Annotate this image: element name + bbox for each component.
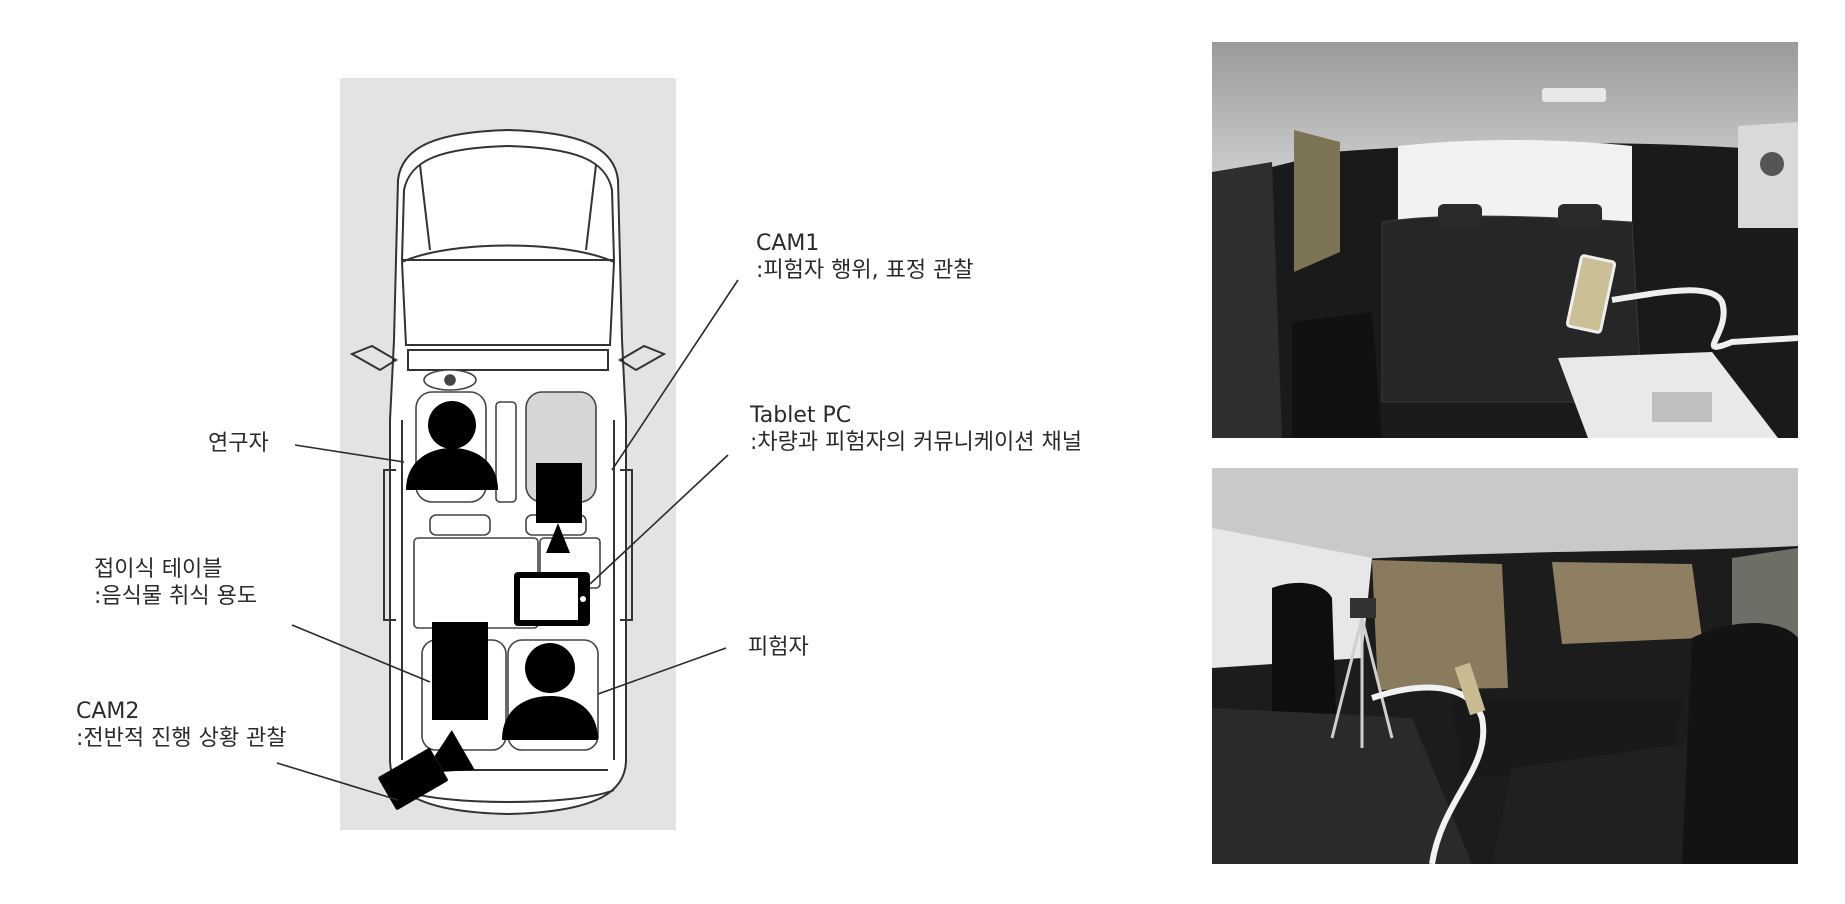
cam2-icon: [378, 730, 475, 810]
tablet-description: :차량과 피험자의 커뮤니케이션 채널: [750, 430, 1082, 455]
tablet-icon: [514, 572, 590, 626]
researcher-silhouette: [406, 401, 498, 490]
cam1-title: CAM1: [756, 231, 820, 256]
rear-cabin-photo: [1212, 42, 1798, 438]
subject-title: 피험자: [748, 635, 809, 660]
cam2-description: :전반적 진행 상황 관찰: [76, 726, 287, 751]
table-title: 접이식 테이블: [94, 557, 223, 582]
cam1-description: :피험자 행위, 표정 관찰: [756, 258, 974, 283]
cam1-label: CAM1 :피험자 행위, 표정 관찰: [756, 230, 974, 284]
cam2-label: CAM2 :전반적 진행 상황 관찰: [76, 698, 287, 752]
table-label: 접이식 테이블 :음식물 취식 용도: [94, 556, 257, 610]
subject-label: 피험자: [748, 634, 809, 661]
cam2-title: CAM2: [76, 699, 140, 724]
researcher-label: 연구자: [208, 430, 269, 457]
leader-lines: [276, 279, 739, 801]
table-description: :음식물 취식 용도: [94, 584, 258, 609]
subject-silhouette: [502, 643, 598, 740]
cam1-icon: [536, 463, 582, 553]
tablet-title: Tablet PC: [750, 403, 852, 428]
researcher-title: 연구자: [208, 431, 269, 456]
tablet-label: Tablet PC :차량과 피험자의 커뮤니케이션 채널: [750, 402, 1082, 456]
side-cabin-photo: [1212, 468, 1798, 864]
folding-table-icon: [432, 622, 488, 720]
